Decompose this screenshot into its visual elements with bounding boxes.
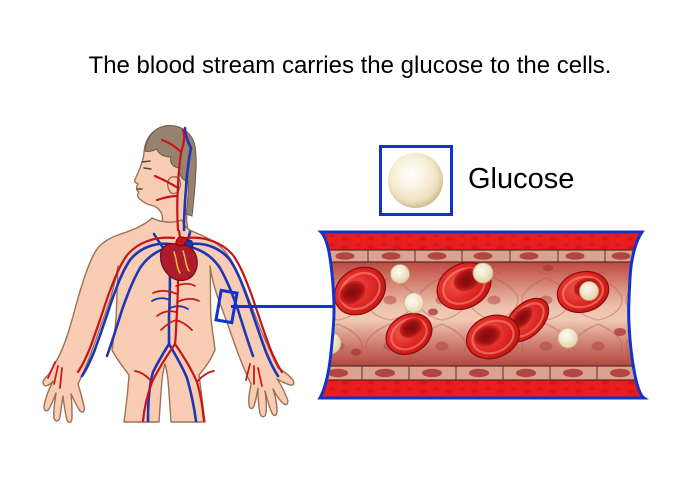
- glucose-label: Glucose: [468, 163, 575, 195]
- red-blood-cell: [333, 266, 387, 316]
- human-circulatory-figure: [42, 124, 295, 424]
- glucose-molecule: [472, 262, 494, 284]
- blood-vessel-cutaway: [317, 230, 649, 400]
- vessel-outline: [317, 230, 649, 400]
- glucose-sphere-icon: [388, 153, 443, 208]
- vein-network: [80, 126, 280, 423]
- face-details: [136, 160, 152, 190]
- glucose-molecule: [403, 292, 425, 314]
- caption-title: The blood stream carries the glucose to …: [88, 52, 612, 79]
- artery-network: [47, 128, 284, 423]
- glucose-molecule: [390, 264, 410, 284]
- red-blood-cell: [466, 314, 520, 360]
- glucose-molecule: [579, 281, 599, 301]
- glucose-molecule: [557, 327, 579, 349]
- red-blood-cell: [385, 313, 433, 355]
- callout-connector-line: [231, 305, 337, 308]
- heart: [159, 236, 198, 282]
- glucose-legend-box: [379, 145, 453, 216]
